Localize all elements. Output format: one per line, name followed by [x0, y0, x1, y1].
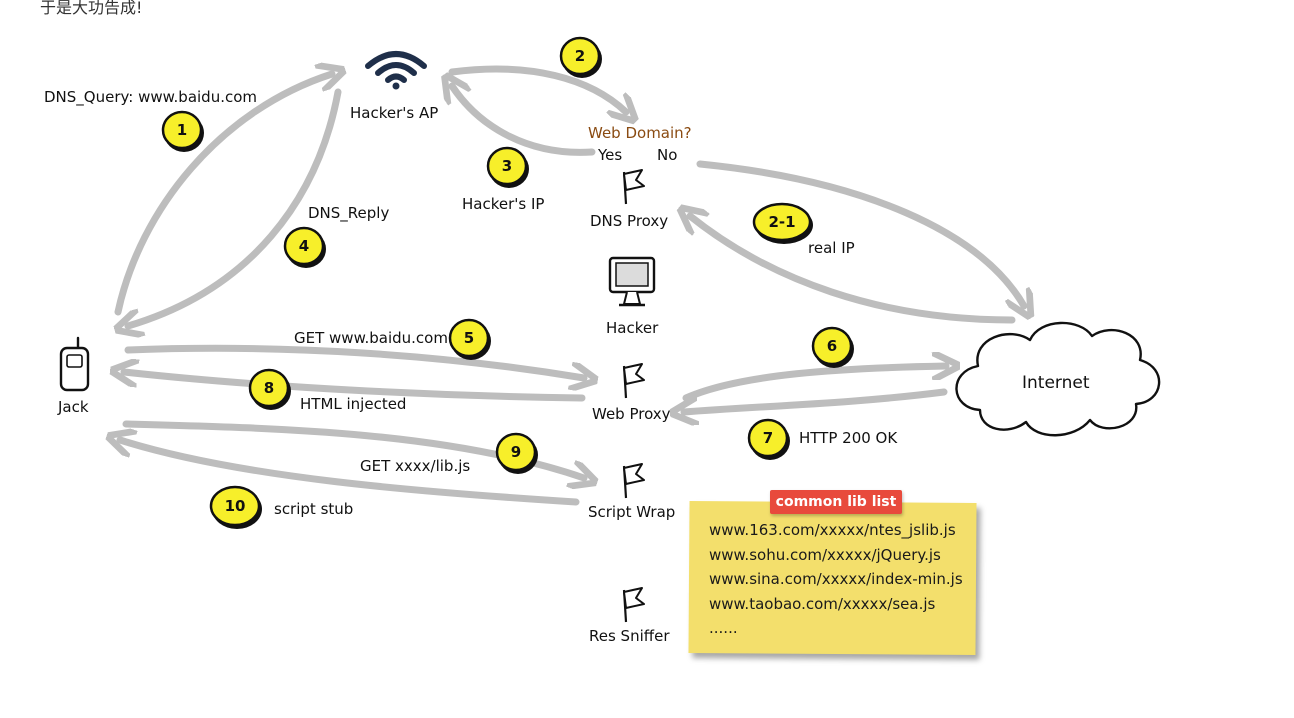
branch-yes: Yes	[597, 146, 622, 164]
node-label-hackers-ap: Hacker's AP	[350, 104, 438, 122]
step-number: 1	[177, 121, 187, 139]
node-label-dns-proxy: DNS Proxy	[590, 212, 668, 230]
label-hackers-ip: Hacker's IP	[462, 195, 544, 213]
arrow-real-ip	[690, 216, 1016, 324]
label-get-baidu: GET www.baidu.com	[294, 329, 448, 347]
common-lib-list: www.163.com/xxxxx/ntes_jslib.js www.sohu…	[709, 518, 963, 641]
step-number: 3	[502, 157, 512, 175]
label-real-ip: real IP	[808, 239, 855, 257]
step-number: 7	[763, 429, 773, 447]
arrow-dns-query	[114, 74, 332, 316]
step-badge: 6	[811, 326, 854, 368]
arrow-no-to-internet	[696, 160, 1024, 306]
label-script-stub: script stub	[274, 500, 353, 518]
monitor-icon	[608, 256, 656, 307]
arrow-html-injected	[124, 372, 586, 402]
cloud-icon	[955, 321, 1161, 437]
arrow-dns-reply	[128, 88, 342, 326]
wifi-icon	[365, 51, 427, 90]
flag-icon	[622, 587, 645, 623]
step-badge: 9	[495, 432, 538, 474]
list-item: www.taobao.com/xxxxx/sea.js	[709, 594, 936, 613]
step-number: 4	[299, 237, 309, 255]
step-badge: 3	[486, 146, 529, 188]
web-domain-question: Web Domain?	[588, 124, 692, 142]
flag-icon	[622, 463, 645, 499]
label-http-200: HTTP 200 OK	[799, 429, 898, 447]
step-badge: 1	[161, 110, 204, 152]
list-item: www.sohu.com/xxxxx/jQuery.js	[709, 545, 941, 564]
node-label-jack: Jack	[57, 398, 89, 416]
step-number: 10	[225, 497, 246, 515]
arrow-proxy-to-internet	[682, 366, 946, 402]
label-get-lib: GET xxxx/lib.js	[360, 457, 470, 475]
branch-no: No	[657, 146, 677, 164]
node-label-hacker: Hacker	[606, 319, 659, 337]
arrow-ap-to-domain-check	[448, 65, 626, 112]
arrow-yes-hackers-ip	[452, 86, 596, 156]
step-number: 8	[264, 379, 274, 397]
list-item: ......	[709, 619, 738, 637]
node-label-web-proxy: Web Proxy	[592, 405, 671, 423]
label-dns-reply: DNS_Reply	[308, 204, 389, 223]
step-badge: 5	[448, 318, 491, 360]
note-title-tag: common lib list	[770, 490, 902, 514]
page-caption: 于是大功告成!	[40, 0, 143, 17]
step-badge: 4	[283, 226, 326, 268]
list-item: www.sina.com/xxxxx/index-min.js	[709, 570, 963, 588]
phone-icon	[59, 336, 90, 392]
node-label-res-sniffer: Res Sniffer	[589, 627, 670, 645]
flag-icon	[622, 363, 645, 399]
step-badge: 8	[248, 368, 291, 410]
step-number: 2-1	[768, 213, 795, 231]
flag-icon	[622, 169, 645, 205]
step-badge: 10	[209, 485, 262, 529]
label-html-injected: HTML injected	[300, 395, 406, 413]
step-number: 9	[511, 443, 521, 461]
step-badge: 2-1	[752, 202, 813, 244]
label-dns-query: DNS_Query: www.baidu.com	[44, 88, 257, 107]
step-badge: 2	[559, 36, 602, 78]
node-label-internet: Internet	[1022, 373, 1090, 393]
arrow-get-baidu	[124, 344, 584, 378]
step-number: 5	[464, 329, 474, 347]
step-number: 6	[827, 337, 837, 355]
step-number: 2	[575, 47, 585, 65]
arrow-internet-to-proxy	[684, 388, 948, 412]
step-badge: 7	[747, 418, 790, 460]
node-label-script-wrap: Script Wrap	[588, 503, 675, 521]
list-item: www.163.com/xxxxx/ntes_jslib.js	[709, 521, 956, 539]
arrow-script-stub	[120, 440, 580, 506]
